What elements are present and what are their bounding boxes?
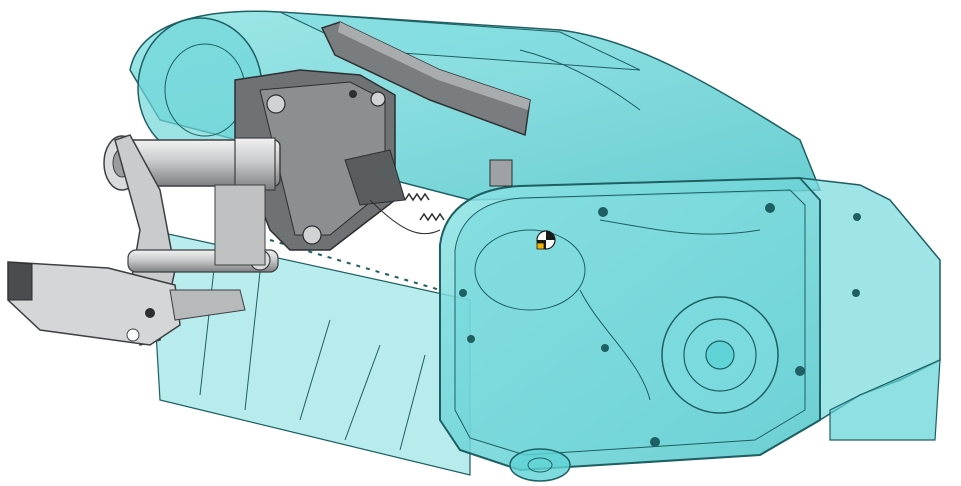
bottom-roller [509,448,571,482]
hitch-frame [234,69,406,251]
drawbar-plate [7,261,246,346]
center-of-gravity-icon [536,230,556,250]
side-gearbox-housing [439,176,821,472]
right-end-housing [798,177,941,441]
tensioner-springs [369,159,513,235]
housing-bolts [459,203,861,447]
top-mounting-plate [320,21,531,137]
